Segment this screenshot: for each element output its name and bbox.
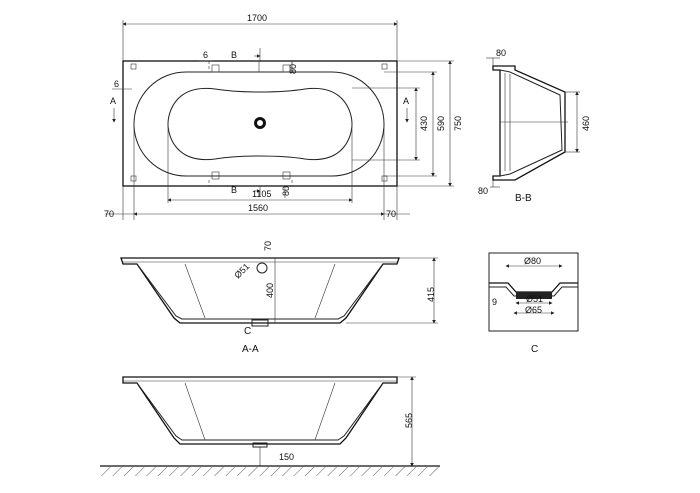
bb-profile <box>492 65 566 181</box>
aa-profile <box>120 257 400 324</box>
aa-caption: A-A <box>242 344 259 355</box>
front-elevation: 565 150 <box>100 376 440 476</box>
detail-c-view: Ø80 Ø51 Ø65 9 C <box>488 252 579 355</box>
dim-inner-length: 1560 <box>248 203 268 213</box>
detail-c-dim-mid: Ø51 <box>526 294 543 304</box>
detail-c-dim-outer: Ø80 <box>524 256 541 266</box>
section-b-bottom-label: B <box>231 185 237 195</box>
dim-offset-top: 80 <box>288 64 298 74</box>
detail-c-frame <box>488 252 579 332</box>
section-a-left-label: A <box>110 96 116 106</box>
plan-view: B B A A 1700 6 6 80 80 430 590 <box>104 13 463 220</box>
dim-bottom-width: 430 <box>419 116 429 131</box>
aa-dim-depth: 400 <box>265 283 275 298</box>
elevation-dim-feet: 150 <box>279 452 294 462</box>
dim-total-width: 750 <box>453 116 463 131</box>
dim-rim-right: 70 <box>386 209 396 219</box>
dim-total-length: 1700 <box>247 13 267 23</box>
bb-caption: B-B <box>515 193 532 204</box>
dim-edge-6-left: 6 <box>114 79 119 89</box>
dim-rim-left: 70 <box>104 209 114 219</box>
side-view-bb: 80 80 460 B-B <box>478 48 591 204</box>
aa-dim-rim: 70 <box>263 241 273 251</box>
section-view-aa: Ø51 70 400 415 C A-A <box>120 241 438 355</box>
detail-c-caption: C <box>531 344 538 355</box>
detail-c-drain <box>516 292 552 299</box>
elevation-dim-height: 565 <box>404 413 414 428</box>
detail-c-dim-thickness: 9 <box>492 297 497 307</box>
section-b-top-label: B <box>231 50 237 60</box>
dim-offset-bottom: 80 <box>281 186 291 196</box>
dim-edge-6-top: 6 <box>203 50 208 60</box>
dim-inner-width: 590 <box>436 116 446 131</box>
dim-bottom-length: 1105 <box>252 189 271 199</box>
aa-detail-mark: C <box>244 326 251 337</box>
aa-drain-icon <box>251 319 269 327</box>
bb-dim-height: 460 <box>581 116 591 131</box>
section-a-right-label: A <box>403 96 409 106</box>
detail-c-dim-inner: Ø65 <box>525 305 542 315</box>
aa-overflow-icon <box>256 262 268 274</box>
elevation-profile <box>122 376 398 445</box>
bb-dim-bottom: 80 <box>478 186 488 196</box>
bb-dim-top: 80 <box>496 48 506 58</box>
floor-hatch <box>100 467 440 476</box>
aa-dim-height: 415 <box>426 287 436 302</box>
aa-dim-diameter: Ø51 <box>232 261 251 280</box>
